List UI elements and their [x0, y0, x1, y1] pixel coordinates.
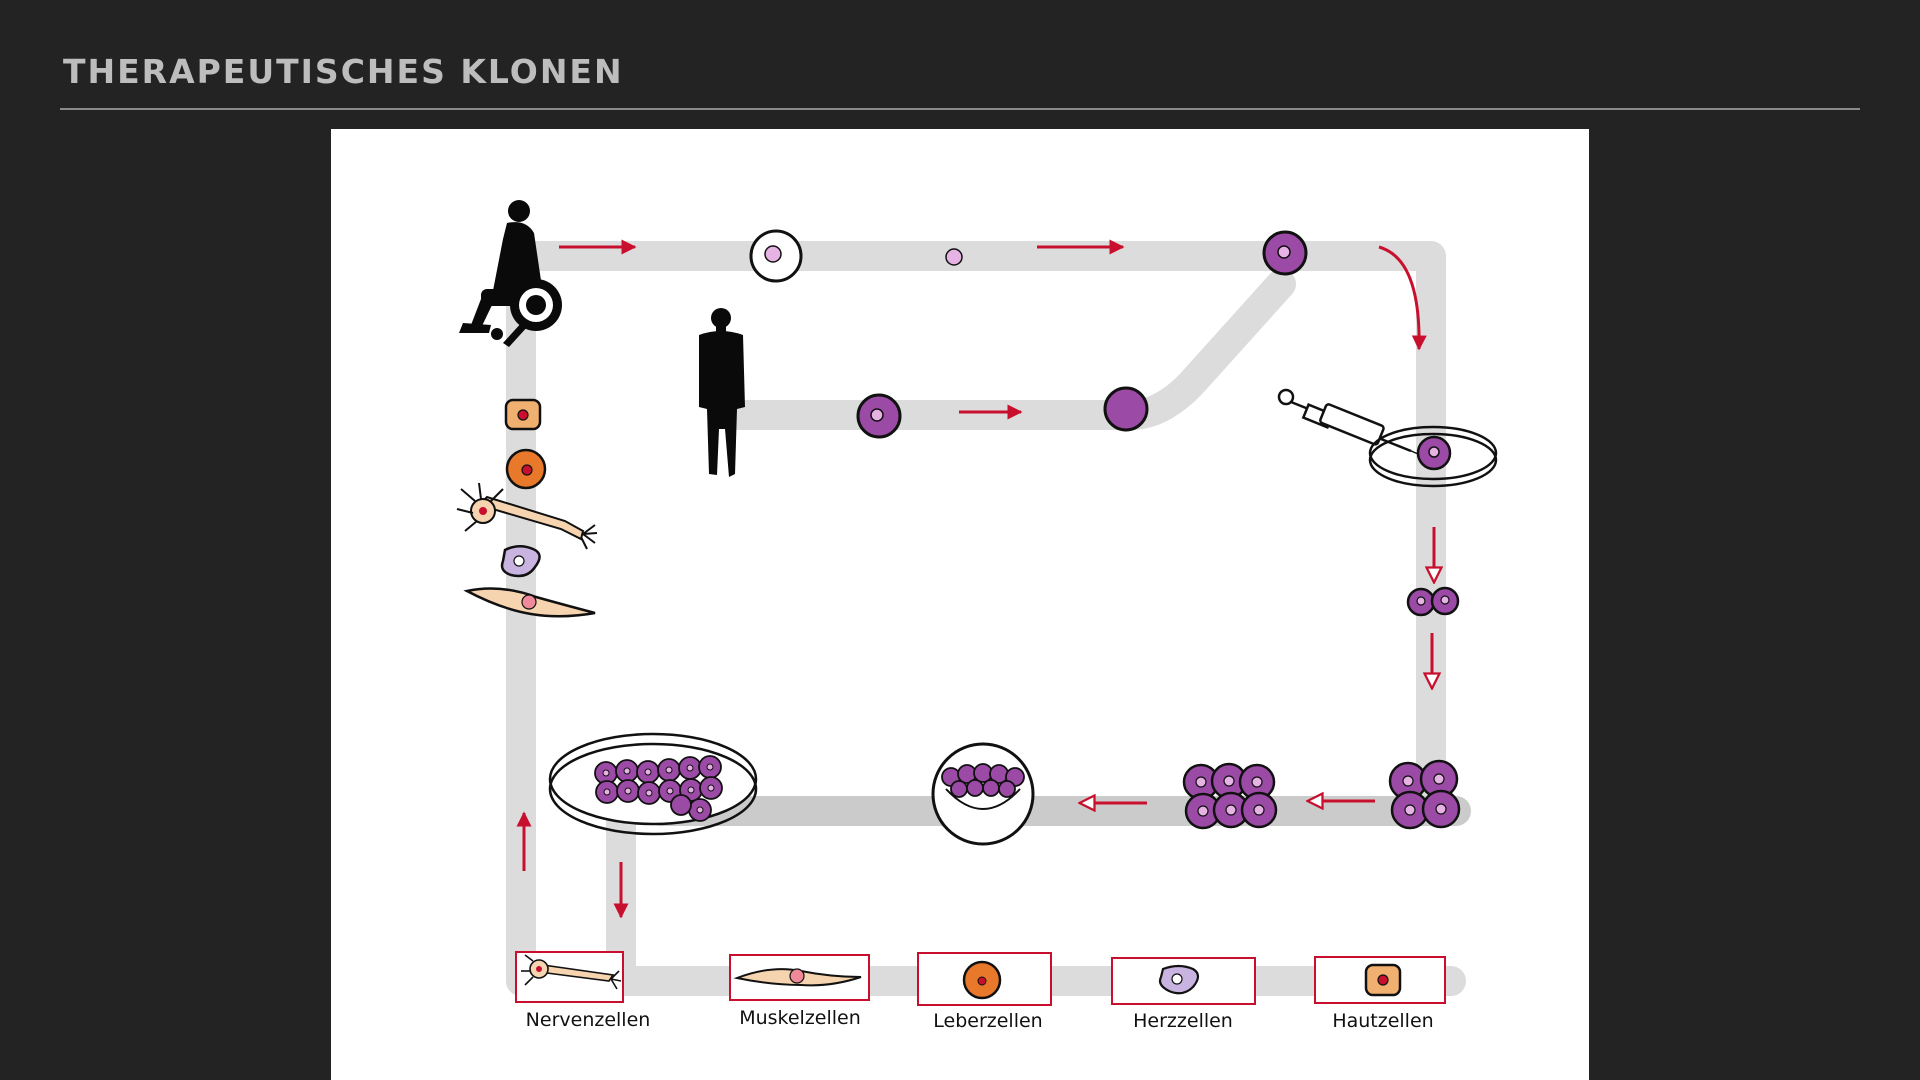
liver-cell-icon [505, 448, 547, 490]
cell-type-label-nerve: Nervenzellen [526, 1009, 651, 1031]
cell-type-label-heart: Herzzellen [1133, 1010, 1233, 1032]
muscle-cell-icon [463, 587, 596, 618]
skin-cell-icon [504, 398, 542, 431]
path-donor-branch [716, 269, 1296, 430]
egg-cell-icon [749, 229, 803, 283]
stem-cell-culture-dish-icon [548, 732, 758, 836]
cell-type-box-nerve [515, 951, 624, 1003]
donor-body-cell-icon [856, 393, 902, 439]
heart-cell-icon [500, 545, 541, 578]
petri-dish-icon [1368, 425, 1498, 488]
diagram-panel: Nervenzellen Muskelzellen Leberzellen He… [331, 129, 1589, 1080]
cell-type-box-skin [1314, 956, 1446, 1004]
fused-cell-icon [1262, 230, 1308, 276]
slide-title: THERAPEUTISCHES KLONEN [63, 52, 624, 91]
flow-arrows [516, 239, 1434, 919]
cell-type-box-muscle [729, 954, 870, 1001]
cell-type-label-muscle: Muskelzellen [739, 1007, 861, 1029]
title-divider [60, 108, 1860, 110]
cell-type-box-liver [917, 952, 1052, 1006]
donor-person-icon [699, 308, 745, 477]
blastocyst-icon [931, 742, 1035, 846]
flow-paths [506, 241, 1471, 996]
cell-type-label-skin: Hautzellen [1332, 1010, 1433, 1032]
donor-nucleus-cell-icon [1103, 386, 1149, 432]
syringe-icon [1277, 388, 1428, 459]
four-cell-cluster-icon [1388, 759, 1461, 830]
two-cell-stage-icon [1406, 586, 1460, 617]
path-top [506, 241, 1446, 826]
nerve-cell-icon [456, 482, 598, 550]
cell-type-box-heart [1111, 957, 1256, 1005]
patient-wheelchair-icon [459, 200, 562, 347]
enucleated-egg-icon [945, 248, 963, 266]
cell-type-label-liver: Leberzellen [933, 1010, 1042, 1032]
cloning-diagram: Nervenzellen Muskelzellen Leberzellen He… [456, 200, 1498, 1032]
six-cell-cluster-icon [1182, 762, 1278, 830]
